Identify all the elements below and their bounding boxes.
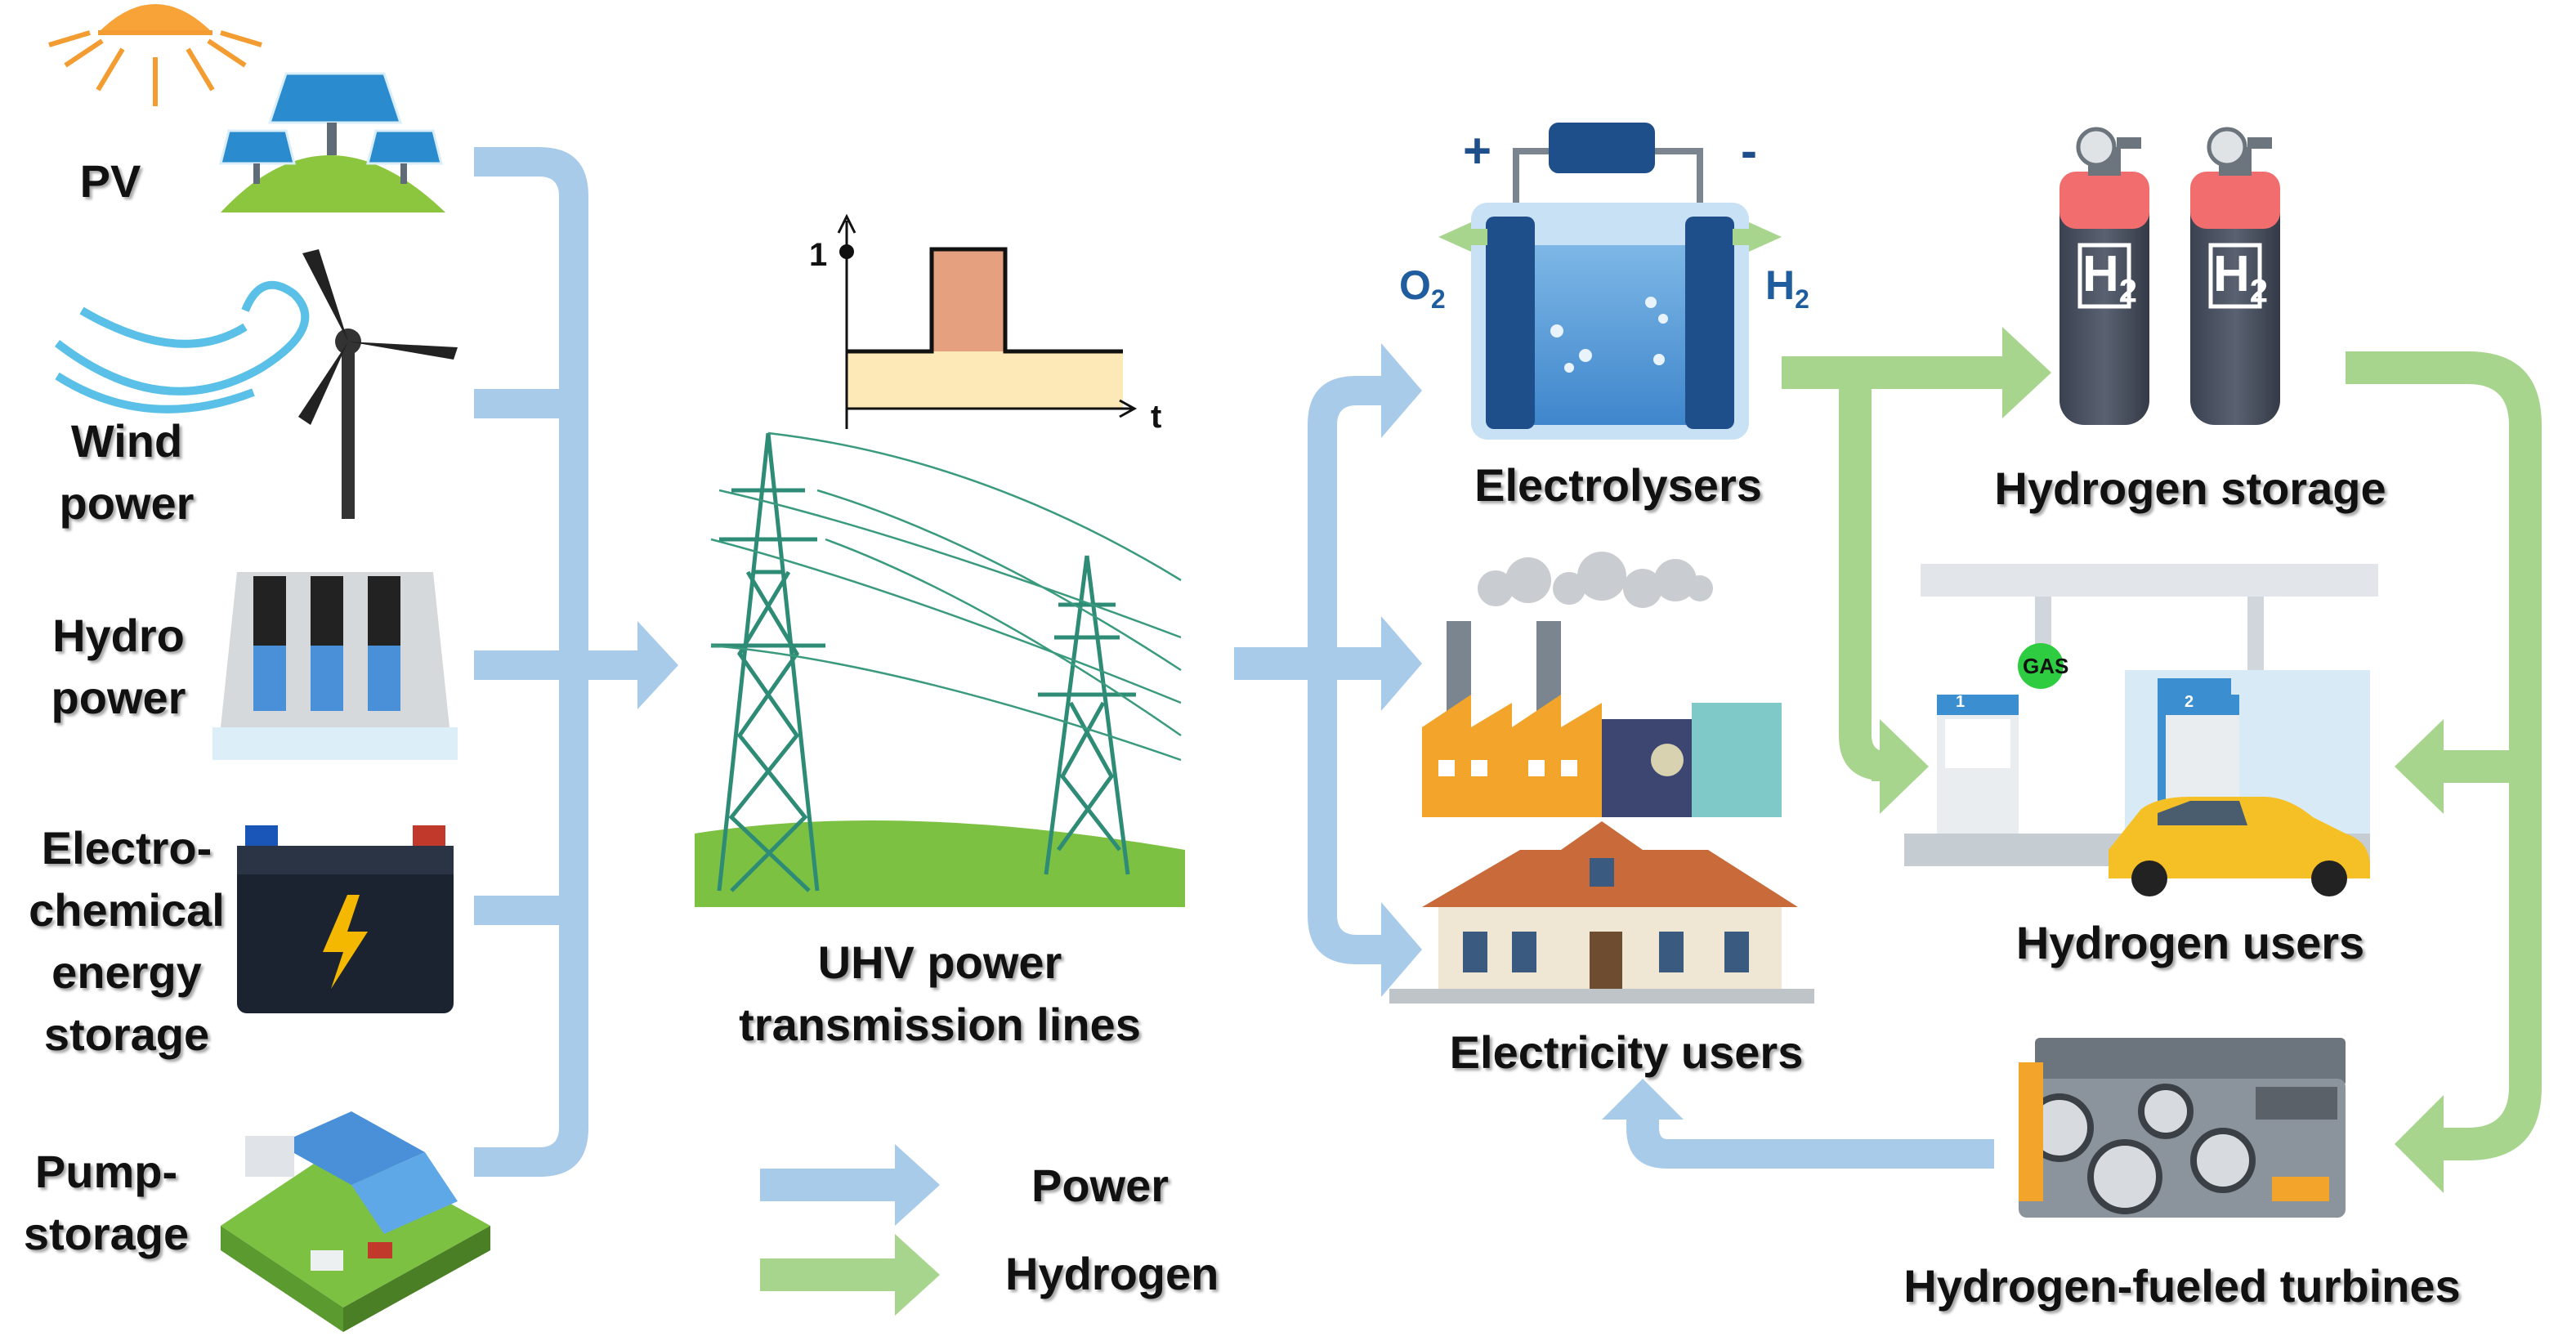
turbines-label: Hydrogen-fueled turbines [1903,1260,2461,1312]
solar-panel-icon [219,72,445,212]
battery-icon [237,825,454,1013]
tank-1-symbol: H [2082,246,2119,302]
tank-2-label: H2 [2213,245,2268,310]
source-label-pump-line1: Pump- [34,1146,178,1197]
pump-1-number: 1 [1956,693,1966,711]
electrolyser-icon [1438,123,1782,440]
transmission-label: UHV power transmission lines [686,932,1193,1056]
waveform-y-tick: 1 [809,237,828,273]
source-label-wind-line2: power [59,477,195,529]
waveform-base-fill [847,351,1123,409]
source-label-hydro-line2: power [51,672,186,723]
hydrogen-tank-icon [2059,127,2149,425]
hydro-dam-icon [212,572,458,760]
tank-1-label: H2 [2082,245,2137,310]
legend-hydrogen-label: Hydrogen [1005,1248,1219,1299]
source-label-electrochem-line1: Electro- [41,822,212,874]
electrolyser-minus: - [1741,123,1757,178]
source-label-pump-line2: storage [23,1208,190,1259]
sun-icon [48,4,262,106]
source-label-pump: Pump- storage [8,1141,204,1265]
source-label-wind-line1: Wind [70,415,183,467]
oxygen-symbol: O [1399,262,1431,308]
transmission-label-line2: transmission lines [739,999,1141,1050]
tank-1-subscript: 2 [2118,273,2138,310]
hydrogen-label: H2 [1765,261,1809,315]
engine-icon [2019,1038,2346,1218]
pump-storage-icon [221,1111,490,1332]
wind-swirl-icon [54,280,310,413]
hydrogen-tank-icon [2190,127,2280,425]
waveform-line [847,247,1123,354]
gas-sign: GAS [2023,654,2069,678]
source-label-pv: PV [79,155,141,207]
source-label-wind: Wind power [33,410,221,534]
source-label-electrochem-line3: energy [51,946,202,998]
legend-power-arrow [760,1144,940,1226]
source-label-electrochemical: Electro- chemical energy storage [8,817,245,1066]
hydrogen-symbol: H [1765,262,1796,308]
legend-hydrogen-arrow [760,1234,940,1316]
waveform-pulse-fill [932,249,1005,351]
hydrogen-subscript: 2 [1795,284,1809,314]
source-label-hydro-line1: Hydro [52,610,185,661]
wind-turbine-icon [298,249,458,519]
waveform-chart [837,213,1138,429]
transmission-label-line1: UHV power [817,936,1062,988]
pump-2-number: 2 [2185,693,2194,711]
hydrogen-arrows [1782,327,2542,1193]
power-arrows [474,147,1994,1177]
source-label-electrochem-line2: chemical [29,884,225,936]
hydrogen-users-label: Hydrogen users [2015,917,2365,968]
source-label-electrochem-line4: storage [43,1008,210,1060]
house-icon [1389,821,1814,1004]
transmission-tower-icon [695,431,1185,907]
electricity-users-label: Electricity users [1449,1026,1804,1078]
electrolyser-plus: + [1463,123,1492,178]
oxygen-subscript: 2 [1430,284,1446,314]
legend-power-label: Power [1031,1160,1169,1211]
car-icon [2109,797,2370,896]
factory-icon [1422,552,1782,817]
oxygen-label: O2 [1399,261,1446,315]
tank-2-subscript: 2 [2249,273,2269,310]
waveform-x-label: t [1151,399,1162,435]
hydrogen-storage-label: Hydrogen storage [1994,463,2386,514]
source-label-hydro: Hydro power [25,605,212,729]
electrolysers-label: Electrolysers [1474,459,1762,511]
tank-2-symbol: H [2213,246,2250,302]
